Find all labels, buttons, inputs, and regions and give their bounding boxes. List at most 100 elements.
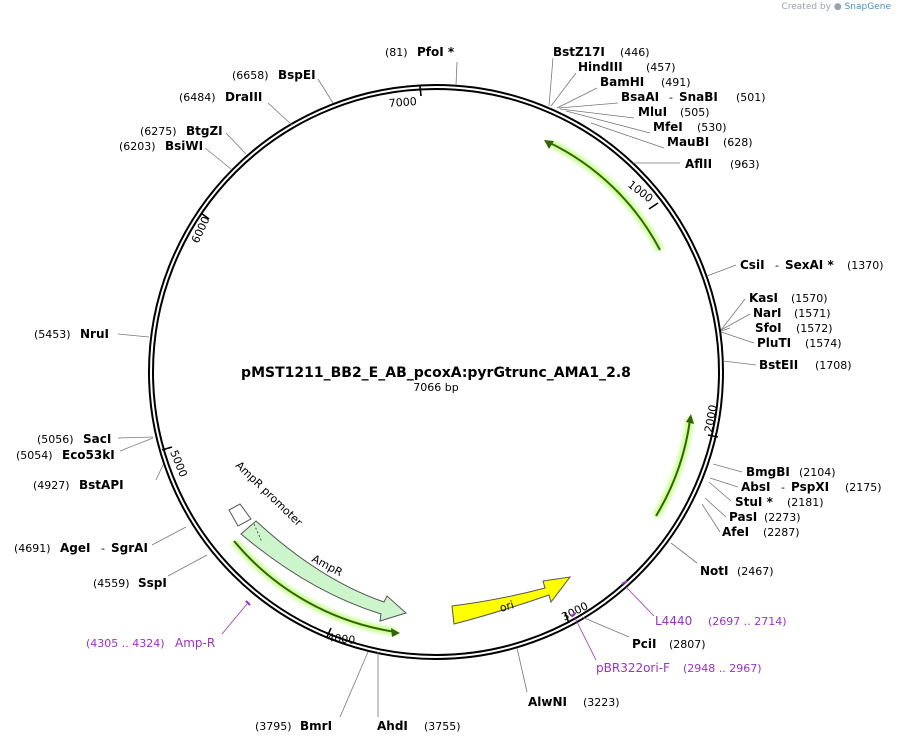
svg-text:-: - [775,259,779,272]
enzyme-pos: (2181) [787,496,824,509]
enzyme-name: BspEI [278,68,316,82]
enzyme-aflii[interactable]: AflII (963) [685,157,760,171]
enzyme-pasi[interactable]: PasI (2273) [729,510,801,524]
enzyme-bamhi[interactable]: BamHI (491) [600,75,691,89]
enzyme-bstz17i[interactable]: BstZ17I (446) [553,45,650,59]
enzyme-stui[interactable]: StuI * (2181) [735,495,824,509]
enzyme-name: AgeI [60,541,90,555]
enzyme-name: AhdI [377,719,408,733]
enzyme-agei-sgrai[interactable]: (4691) AgeI - SgrAI [14,541,148,555]
primer-range: (2697 .. 2714) [708,615,787,628]
primer-bind-arrow-top [544,140,664,252]
feature-ori[interactable]: ori [451,576,572,625]
enzyme-alwni[interactable]: AlwNI (3223) [528,695,620,709]
tick-4000: 4000 [326,627,356,647]
enzyme-saci[interactable]: (5056) SacI [37,432,111,446]
enzyme-pos: (2807) [669,638,706,651]
enzyme-nrui[interactable]: (5453) NruI [34,327,109,341]
enzyme-pos: (2104) [799,466,836,479]
enzyme-name: PfoI * [417,45,455,59]
enzyme-name: AfeI [722,525,749,539]
enzyme-hindiii[interactable]: HindIII (457) [578,60,676,74]
enzyme-name2: PspXI [791,480,829,494]
enzyme-maubi[interactable]: MauBI (628) [667,135,753,149]
enzyme-bmri[interactable]: (3795) BmrI [255,719,332,733]
enzyme-pos: (4691) [14,542,51,555]
enzyme-name: DraIII [225,90,262,104]
enzyme-pos: (457) [646,61,676,74]
enzyme-bsiwi[interactable]: (6203) BsiWI [119,139,203,153]
enzyme-name: PasI [729,510,757,524]
primer-l4440[interactable]: L4440 (2697 .. 2714) [621,580,787,628]
enzyme-pos: (5056) [37,433,74,446]
enzyme-pos: (4927) [33,479,70,492]
enzyme-pluti[interactable]: PluTI (1574) [757,336,842,350]
enzyme-name: MluI [638,105,667,119]
backbone-inner-ring [152,88,720,656]
enzyme-bsaai-snabi[interactable]: BsaAI - SnaBI (501) [621,90,766,104]
enzyme-name: BsaAI [621,90,659,104]
enzyme-pos: (1571) [794,307,831,320]
enzyme-ahdi[interactable]: AhdI (3755) [377,719,461,733]
feature-shape [451,576,572,625]
enzyme-eco53ki[interactable]: (5054) Eco53kI [16,448,115,462]
enzyme-name: BsiWI [165,139,203,153]
enzyme-pos: (6275) [140,125,177,138]
tick-label: 4000 [327,631,356,647]
svg-text:-: - [101,542,105,555]
primer-name: L4440 [655,614,692,628]
snapgene-brand: SnapGene [844,2,891,12]
enzyme-pos: (6203) [119,140,156,153]
enzyme-pos: (3755) [424,720,461,733]
enzyme-name: SfoI [755,321,782,335]
enzyme-name: CsiI [740,258,765,272]
primer-amp-r[interactable]: (4305 .. 4324) Amp-R [86,600,251,650]
enzyme-pos: (3795) [255,720,292,733]
feature-shape [240,520,407,622]
enzyme-absi-pspxi[interactable]: AbsI - PspXI (2175) [741,480,882,494]
snapgene-watermark: Created by ● SnapGene [781,2,891,12]
enzyme-name: NruI [80,327,109,341]
enzyme-bspei[interactable]: (6658) BspEI [232,68,316,82]
enzyme-pos: (501) [736,91,766,104]
feature-ampr[interactable]: AmpR [240,520,407,622]
enzyme-pos: (530) [697,121,727,134]
tick-2000: 2000 [702,404,720,438]
enzyme-name: AflII [685,157,712,171]
enzyme-btgzi[interactable]: (6275) BtgZI [140,124,223,138]
primer-pbr322ori-f[interactable]: pBR322ori-F (2948 .. 2967) [570,612,762,675]
tick-label: 2000 [702,404,720,434]
enzyme-mlui[interactable]: MluI (505) [638,105,710,119]
enzyme-kasi[interactable]: KasI (1570) [749,291,828,305]
plasmid-name: pMST1211_BB2_E_AB_pcoxA:pyrGtrunc_AMA1_2… [241,365,631,381]
enzyme-name: NarI [753,306,782,320]
enzyme-sfoi[interactable]: SfoI (1572) [755,321,833,335]
enzyme-pfoi[interactable]: (81) PfoI * [385,45,455,59]
enzyme-pcii[interactable]: PciI (2807) [632,637,706,651]
plasmid-length: 7066 bp [413,381,458,394]
enzyme-name: BstAPI [79,478,124,492]
enzyme-noti[interactable]: NotI (2467) [700,564,774,578]
enzyme-draiii[interactable]: (6484) DraIII [179,90,262,104]
created-by-text: Created by [781,2,831,12]
enzyme-nari[interactable]: NarI (1571) [753,306,831,320]
enzyme-pos: (2273) [764,511,801,524]
primer-range: (2948 .. 2967) [683,662,762,675]
enzyme-bsteii[interactable]: BstEII (1708) [759,358,852,372]
primer-range: (4305 .. 4324) [86,637,165,650]
enzyme-mfei[interactable]: MfeI (530) [653,120,727,134]
enzyme-name: BstEII [759,358,798,372]
enzyme-bmgbi[interactable]: BmgBI (2104) [746,465,836,479]
enzyme-afei[interactable]: AfeI (2287) [722,525,800,539]
enzyme-csii-sexai[interactable]: CsiI - SexAI * (1370) [740,258,884,272]
enzyme-sspi[interactable]: (4559) SspI [93,576,167,590]
enzyme-bstapi[interactable]: (4927) BstAPI [33,478,124,492]
enzyme-name: BmrI [300,719,332,733]
feature-ampr-promoter[interactable]: AmpR promoter [228,459,305,529]
enzyme-name: NotI [700,564,729,578]
enzyme-name: StuI * [735,495,774,509]
enzyme-pos: (1370) [847,259,884,272]
enzyme-name2: SnaBI [679,90,718,104]
enzyme-pos: (1708) [815,359,852,372]
tick-label: 7000 [388,95,417,110]
